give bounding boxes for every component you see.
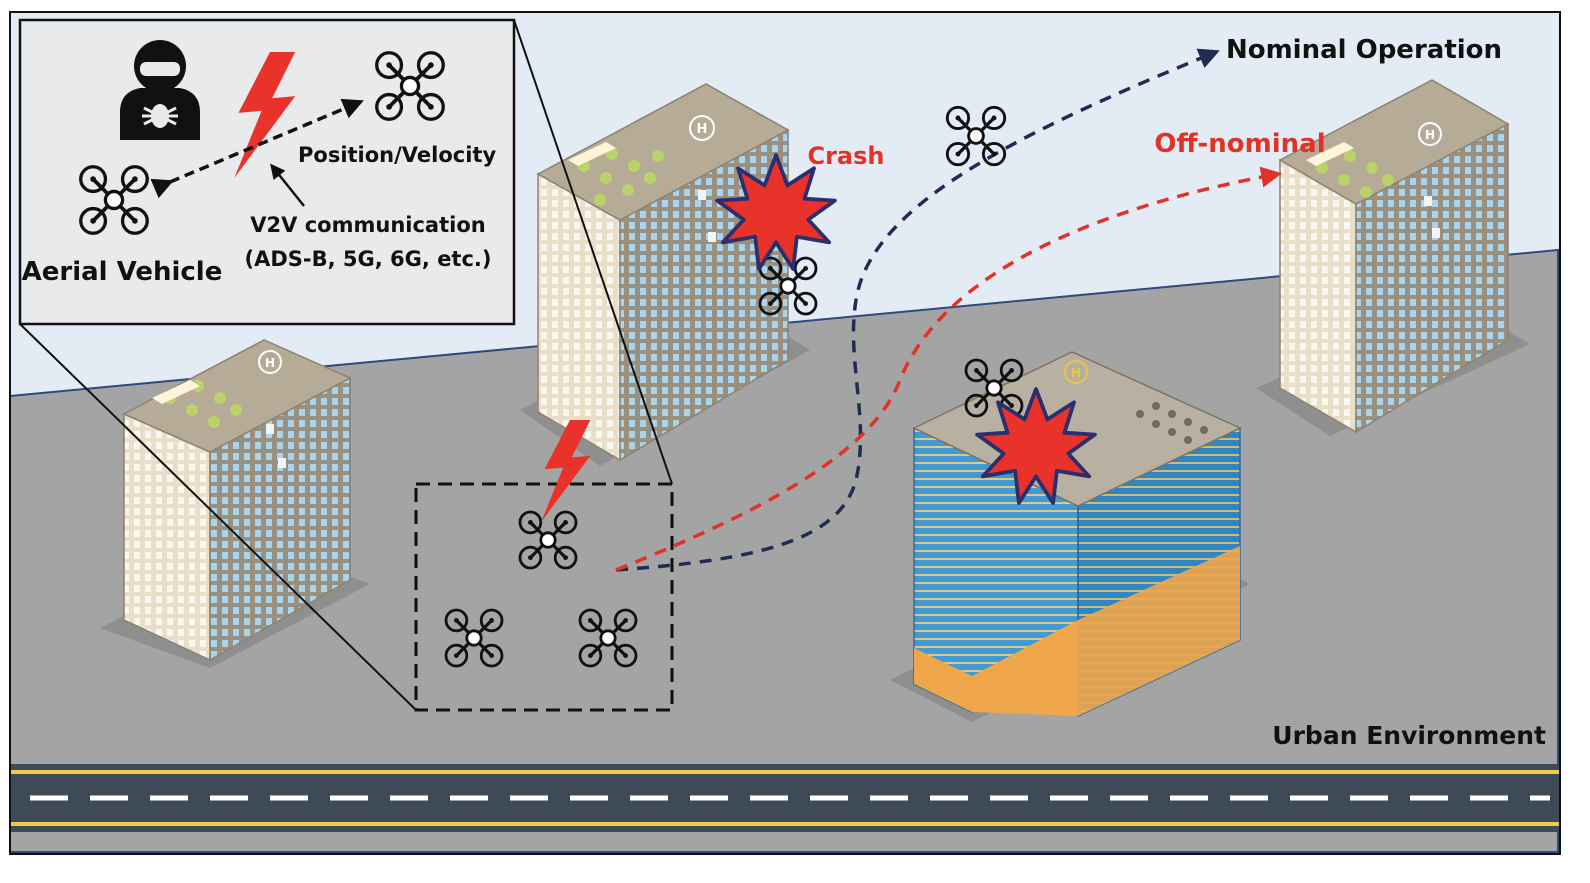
left-building: H <box>100 339 370 668</box>
v2v-link-arrow <box>150 98 364 199</box>
pointer-arrow <box>270 163 305 207</box>
off-nominal-trajectory <box>615 166 1283 572</box>
road <box>10 764 1560 832</box>
helipad-icon <box>1418 122 1442 146</box>
helipad-icon <box>258 350 282 374</box>
v2v-protocols-label: (ADS-B, 5G, 6G, etc.) <box>245 247 492 271</box>
off-nominal-label: Off-nominal <box>1154 129 1325 159</box>
helipad-mark: H <box>697 122 708 137</box>
helipad-mark: H <box>265 356 275 370</box>
zoom-line-lower <box>19 323 417 711</box>
diagram-frame <box>9 11 1561 855</box>
helipad-icon <box>1064 360 1088 384</box>
v2v-inset-panel: Position/Velocity V2V communication (ADS… <box>18 18 516 326</box>
right-building: H <box>1256 79 1530 436</box>
crash-label: Crash <box>807 142 884 170</box>
helipad-mark: H <box>1071 366 1081 380</box>
helipad-mark: H <box>1425 128 1435 142</box>
v2v-communication-label: V2V communication <box>250 213 485 237</box>
zoom-line-upper <box>513 19 673 485</box>
aerial-vehicle-label: Aerial Vehicle <box>22 257 223 287</box>
helipad-icon <box>689 115 715 141</box>
nominal-operation-label: Nominal Operation <box>1226 35 1502 65</box>
nominal-trajectory <box>615 48 1220 572</box>
position-velocity-label: Position/Velocity <box>298 143 496 167</box>
urban-environment-label: Urban Environment <box>1272 721 1546 750</box>
